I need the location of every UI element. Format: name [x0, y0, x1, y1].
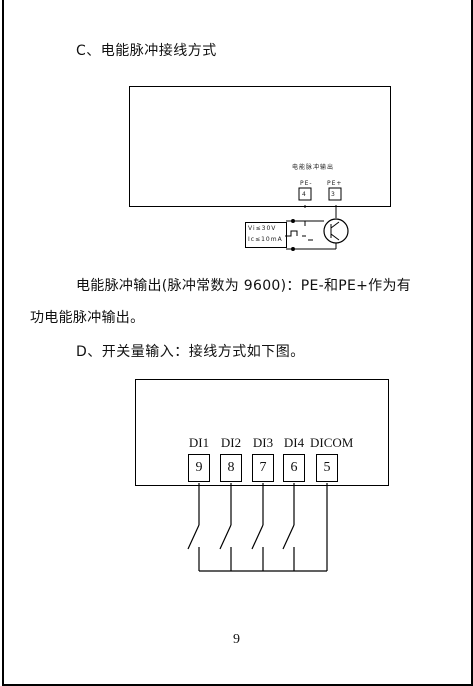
section-c-title: C、电能脉冲接线方式 — [76, 43, 217, 59]
pulse-output-caption: 电能脉冲输出 — [292, 164, 335, 171]
label-dicom: DICOM — [310, 435, 354, 450]
terminal-pe-plus-label: PE+ — [327, 180, 343, 187]
terminal-7: 7 — [252, 454, 274, 482]
section-d-title: D、开关量输入：接线方式如下图。 — [76, 344, 305, 360]
label-di4: DI4 — [283, 435, 305, 450]
label-di1: DI1 — [188, 435, 210, 450]
external-source-box — [245, 222, 287, 248]
page-number: 9 — [233, 632, 240, 647]
terminal-8: 8 — [220, 454, 242, 482]
label-di3: DI3 — [252, 435, 274, 450]
label-di2: DI2 — [220, 435, 242, 450]
pulse-description-line2: 功电能脉冲输出。 — [30, 310, 145, 326]
meter-box-pulse — [129, 86, 391, 207]
terminal-pe-minus-label: PE- — [300, 180, 313, 187]
terminal-pe-plus-number: 3 — [331, 191, 336, 198]
terminal-9: 9 — [188, 454, 210, 482]
source-voltage-label: Vi≤30V — [248, 225, 277, 232]
terminal-5: 5 — [316, 454, 338, 482]
pulse-description-line1: 电能脉冲输出(脉冲常数为 9600)：PE-和PE+作为有 — [76, 278, 412, 294]
terminal-6: 6 — [283, 454, 305, 482]
source-current-label: Ic≤10mA — [248, 236, 283, 243]
terminal-pe-minus-number: 4 — [302, 191, 307, 198]
